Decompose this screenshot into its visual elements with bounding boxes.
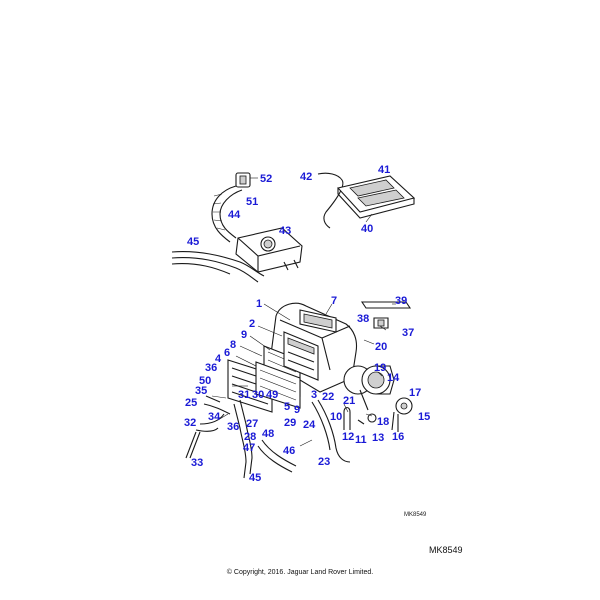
callout-48: 48: [262, 428, 274, 440]
callout-30: 30: [252, 389, 264, 401]
callout-38: 38: [357, 313, 369, 325]
panel-40-41-drawing: [336, 175, 416, 223]
callout-13: 13: [372, 432, 384, 444]
callout-20: 20: [375, 341, 387, 353]
callout-6: 6: [224, 347, 230, 359]
callout-47: 47: [243, 442, 255, 454]
callout-21: 21: [343, 395, 355, 407]
callout-9-upper: 9: [241, 329, 247, 341]
callout-18: 18: [377, 416, 389, 428]
callout-44: 44: [228, 209, 241, 221]
hose-44-drawing: [211, 185, 243, 243]
lower-hoses-drawing: [185, 395, 351, 479]
callout-45-lower: 45: [249, 472, 261, 484]
callout-1: 1: [256, 298, 262, 310]
bracket-51-52-drawing: [235, 172, 258, 188]
callout-52: 52: [260, 173, 272, 185]
callout-42: 42: [300, 171, 312, 183]
cable-42-drawing: [317, 172, 344, 229]
callout-36-lower: 36: [227, 421, 239, 433]
callout-34: 34: [208, 411, 221, 423]
callout-39: 39: [395, 295, 407, 307]
callout-25: 25: [185, 397, 197, 409]
callout-2: 2: [249, 318, 255, 330]
callout-32: 32: [184, 417, 196, 429]
heater-matrix-drawing: [227, 359, 301, 413]
callout-46: 46: [283, 445, 295, 457]
callout-15: 15: [418, 411, 430, 423]
callout-22: 22: [322, 391, 334, 403]
callout-23: 23: [318, 456, 330, 468]
callout-35: 35: [195, 385, 207, 397]
callout-9-lower: 9: [294, 404, 300, 416]
callout-17: 17: [409, 387, 421, 399]
callout-45-upper: 45: [187, 236, 199, 248]
callout-51: 51: [246, 196, 258, 208]
blower-motor-drawing: [343, 365, 395, 411]
callout-16: 16: [392, 431, 404, 443]
callout-28: 28: [244, 431, 256, 443]
callout-14: 14: [387, 372, 400, 384]
callout-49: 49: [266, 389, 278, 401]
callout-41: 41: [378, 164, 390, 176]
callout-4: 4: [215, 353, 222, 365]
copyright-notice: © Copyright, 2016. Jaguar Land Rover Lim…: [226, 569, 374, 576]
drawing-reference: MK8549: [429, 545, 463, 555]
callout-7: 7: [331, 295, 337, 307]
callout-5: 5: [284, 401, 290, 413]
resistor-bracket-drawing: [360, 301, 412, 329]
callout-36-upper: 36: [205, 362, 217, 374]
callout-27: 27: [246, 418, 258, 430]
callout-3: 3: [311, 389, 317, 401]
callout-37: 37: [402, 327, 414, 339]
callout-11: 11: [355, 434, 367, 446]
pipes-45-drawing: [171, 251, 265, 283]
leader-lines: [211, 303, 396, 447]
callout-33: 33: [191, 457, 203, 469]
callout-29: 29: [284, 417, 296, 429]
callout-12: 12: [342, 431, 354, 443]
callout-24: 24: [303, 419, 316, 431]
callout-labels: 52 51 44 43 45 42 41 40 1 7 39 38 37 2 9…: [184, 164, 430, 484]
callout-50: 50: [199, 375, 211, 387]
callout-10: 10: [330, 411, 342, 423]
drawing-reference-small: MK8549: [404, 512, 427, 518]
callout-19: 19: [374, 362, 386, 374]
callout-40: 40: [361, 223, 373, 235]
fan-motor-17-drawing: [391, 397, 413, 432]
callout-8: 8: [230, 339, 236, 351]
blower-box-43-drawing: [235, 227, 303, 273]
callout-31: 31: [238, 389, 250, 401]
callout-43: 43: [279, 225, 291, 237]
clamps-and-fittings-drawing: [343, 406, 377, 430]
